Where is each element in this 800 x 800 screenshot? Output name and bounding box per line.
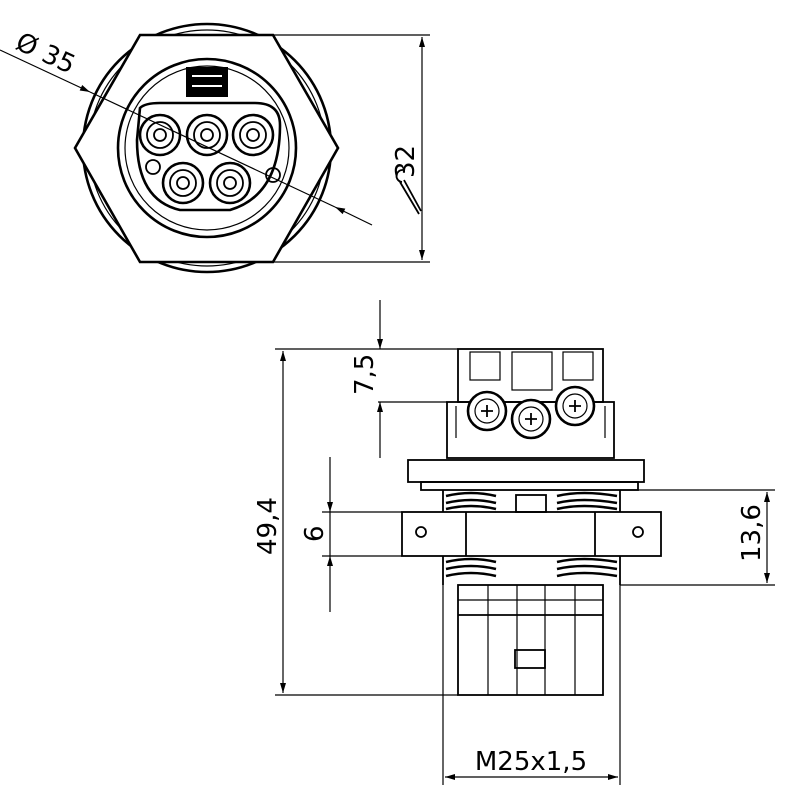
nut-height-label: 6 xyxy=(300,525,330,542)
nut-hole xyxy=(415,526,427,538)
screw-icon xyxy=(510,398,552,440)
screw-icon xyxy=(554,385,596,427)
wrench-size-label: 32 xyxy=(391,145,421,178)
upper-thread xyxy=(442,490,621,513)
top-view: Ø 35 32 xyxy=(0,22,430,274)
inner-circle-edge xyxy=(124,65,290,231)
contact-pin xyxy=(231,113,275,157)
contact-pin xyxy=(208,161,252,205)
body-latch xyxy=(514,649,546,669)
inner-circle xyxy=(116,57,298,239)
diameter-line xyxy=(89,91,336,208)
contact-pin xyxy=(161,161,205,205)
thread-length-label: 13,6 xyxy=(737,504,767,562)
flange xyxy=(407,459,645,483)
coding-key xyxy=(186,67,228,97)
diameter-label: Ø 35 xyxy=(11,27,80,80)
hex-nut-side xyxy=(401,511,662,557)
wrench-icon xyxy=(395,169,422,215)
housing-detail xyxy=(562,351,594,381)
thread-label: M25x1,5 xyxy=(475,747,587,777)
nut-hole xyxy=(632,526,644,538)
diameter-leader xyxy=(0,49,91,93)
diameter-leader xyxy=(334,206,373,226)
housing-detail xyxy=(469,351,501,381)
screw-icon xyxy=(466,390,508,432)
screws xyxy=(466,385,596,440)
side-view: 7,5 49,4 6 13,6 M25x1,5 xyxy=(253,300,775,785)
contact-insert xyxy=(135,101,282,212)
small-contact-hole xyxy=(145,159,161,175)
lower-thread xyxy=(442,556,621,585)
housing-detail xyxy=(511,351,553,391)
contact-pin xyxy=(138,113,182,157)
top-height-label: 7,5 xyxy=(350,354,380,395)
total-height-label: 49,4 xyxy=(253,497,283,555)
contacts xyxy=(138,113,281,205)
contact-pin xyxy=(185,113,229,157)
lower-body xyxy=(457,584,604,696)
flange-seat xyxy=(420,481,639,491)
